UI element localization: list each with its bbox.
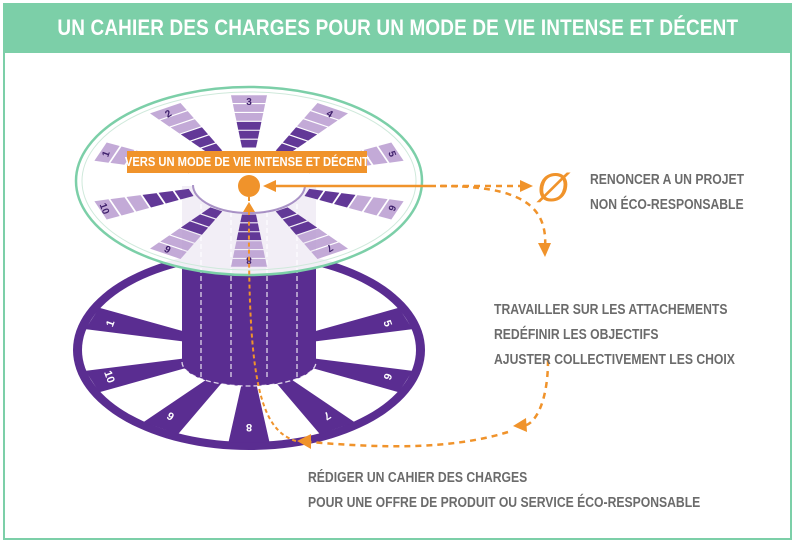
top-spoke-label-6: 6	[385, 203, 397, 212]
top-spoke-9-seg-6	[150, 242, 187, 259]
bottom-spoke-label-7: 7	[321, 409, 333, 422]
renounce-line-1: RENONCER A UN PROJET	[590, 172, 745, 188]
top-spoke-9-seg-3	[180, 221, 209, 235]
top-spoke-5-seg-5	[363, 146, 388, 165]
top-spoke-2-seg-2	[191, 135, 216, 148]
work-line-3: AJUSTER COLLECTIVEMENT LES CHOIX	[494, 352, 735, 368]
renounce-symbol: Ø	[535, 166, 571, 210]
top-spoke-10-seg-1	[174, 188, 194, 200]
top-spoke-6-seg-2	[319, 191, 340, 204]
bottom-spoke-label-10: 10	[101, 369, 116, 385]
top-spoke-8-seg-5	[232, 250, 266, 258]
top-spoke-2-seg-4	[170, 119, 201, 134]
write-text: RÉDIGER UN CAHIER DES CHARGES POUR UNE O…	[308, 466, 700, 516]
cycle-arc-bottom	[309, 430, 509, 448]
goal-stem-arrowhead	[243, 202, 255, 212]
top-spoke-6-seg-3	[334, 193, 356, 208]
top-spoke-3-seg-3	[236, 121, 262, 130]
top-spoke-4-seg-2	[282, 135, 307, 148]
renounce-link-arrowhead	[263, 180, 276, 192]
top-spoke-9-seg-2	[191, 214, 216, 227]
top-spoke-4-seg-3	[289, 127, 318, 141]
top-spoke-4-seg-6	[311, 103, 348, 120]
top-spoke-6-seg-4	[348, 195, 372, 212]
top-spoke-label-10: 10	[97, 202, 111, 217]
goal-label-text: VERS UN MODE DE VIE INTENSE ET DÉCENT	[124, 154, 370, 169]
top-spoke-1-seg-6	[94, 142, 120, 163]
cylinder-base-dash	[181, 361, 317, 387]
top-spoke-label-7: 7	[324, 241, 335, 254]
renounce-line-2: NON ÉCO-RESPONSABLE	[590, 197, 744, 213]
top-spoke-3-seg-1	[240, 139, 258, 148]
work-text: TRAVAILLER SUR LES ATTACHEMENTS REDÉFINI…	[494, 298, 735, 373]
top-spoke-label-9: 9	[162, 244, 173, 257]
top-spoke-10-seg-4	[126, 195, 150, 212]
top-spoke-8-seg-1	[240, 214, 258, 223]
top-spoke-9-seg-5	[160, 235, 194, 251]
top-spoke-9-seg-4	[170, 228, 201, 243]
cycle-arc-upper-right	[439, 184, 547, 249]
banner-title: UN CAHIER DES CHARGES POUR UN MODE DE VI…	[57, 15, 738, 40]
top-spoke-2-seg-5	[160, 111, 194, 127]
top-spoke-10-seg-3	[142, 193, 164, 208]
top-spoke-3-seg-6	[231, 95, 267, 103]
top-spoke-label-4: 4	[324, 108, 335, 121]
write-line-2: POUR UNE OFFRE DE PRODUIT OU SERVICE ÉCO…	[308, 495, 701, 511]
work-line-2: REDÉFINIR LES OBJECTIFS	[494, 327, 659, 343]
bottom-spoke-label-9: 9	[164, 410, 176, 423]
cycle-arrows: Ø	[238, 166, 571, 449]
top-spoke-6-seg-5	[363, 197, 388, 216]
top-spoke-3-seg-2	[238, 130, 260, 139]
write-line-1: RÉDIGER UN CAHIER DES CHARGES	[308, 470, 528, 486]
top-spoke-7-seg-4	[297, 228, 328, 243]
title-banner: UN CAHIER DES CHARGES POUR UN MODE DE VI…	[3, 3, 792, 53]
bottom-spoke-label-1: 1	[104, 319, 117, 329]
goal-label: VERS UN MODE DE VIE INTENSE ET DÉCENT	[124, 151, 370, 173]
top-spoke-10-seg-5	[110, 197, 135, 216]
top-spoke-label-3: 3	[246, 97, 252, 108]
top-spoke-7-seg-1	[275, 207, 297, 219]
cycle-arrowhead-right-lower	[513, 418, 527, 432]
bottom-spoke-8	[228, 361, 270, 443]
top-spoke-label-1: 1	[100, 149, 112, 158]
work-line-1: TRAVAILLER SUR LES ATTACHEMENTS	[494, 302, 728, 318]
cycle-arc-right	[519, 359, 550, 427]
cycle-arrowhead-bottom	[297, 434, 311, 449]
top-spoke-2-seg-3	[180, 127, 209, 141]
top-spoke-4-seg-5	[304, 111, 338, 127]
top-spoke-label-5: 5	[385, 150, 397, 159]
top-spoke-7-seg-2	[282, 214, 307, 227]
top-spoke-10-seg-6	[94, 199, 120, 220]
top-spoke-3-seg-4	[234, 113, 264, 121]
bottom-spoke-label-5: 5	[380, 319, 393, 329]
top-spoke-8-seg-6	[231, 259, 267, 267]
top-spoke-8-seg-2	[238, 223, 260, 232]
renounce-text: RENONCER A UN PROJET NON ÉCO-RESPONSABLE	[590, 168, 744, 218]
top-spoke-7-seg-6	[311, 242, 348, 259]
top-spoke-10-seg-2	[158, 191, 179, 204]
goal-point	[238, 175, 260, 197]
top-spoke-2-seg-6	[150, 103, 187, 120]
top-spoke-label-2: 2	[163, 108, 174, 121]
top-spoke-4-seg-4	[297, 119, 328, 134]
renounce-arrowhead	[520, 180, 533, 192]
bottom-spoke-label-8: 8	[246, 421, 252, 433]
top-spoke-5-seg-6	[378, 142, 404, 163]
bottom-spoke-label-6: 6	[380, 371, 393, 381]
top-spoke-3-seg-5	[232, 104, 266, 112]
top-spoke-7-seg-5	[304, 235, 338, 251]
cycle-arrowhead-right-upper	[538, 243, 551, 257]
top-disc-inner-ring	[81, 91, 417, 271]
top-spoke-6-seg-6	[378, 199, 404, 220]
top-spoke-6-seg-1	[304, 188, 324, 200]
top-spoke-9-seg-1	[201, 207, 223, 219]
top-spoke-7-seg-3	[289, 221, 318, 235]
